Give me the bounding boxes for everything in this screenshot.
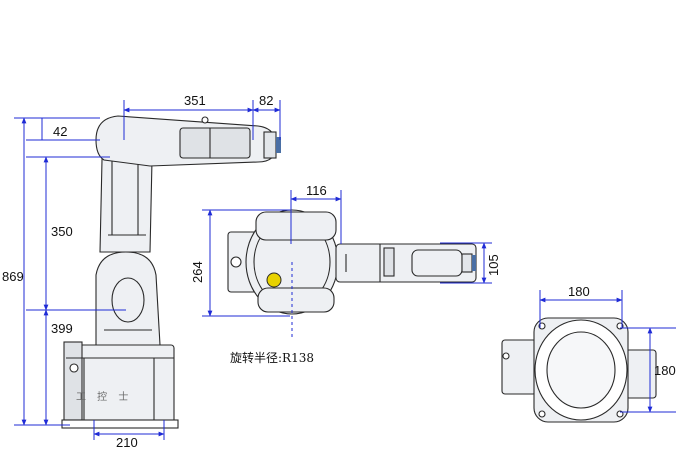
dim-upper-arm: 350 xyxy=(51,224,73,239)
side-base xyxy=(61,341,179,429)
side-dimensions xyxy=(14,100,281,440)
dim-head-width: 116 xyxy=(306,183,327,198)
top-body xyxy=(227,209,339,315)
base-body xyxy=(501,317,657,423)
side-lower-arm xyxy=(95,251,161,346)
side-forearm xyxy=(95,115,281,167)
dim-flange: 82 xyxy=(259,93,273,108)
top-view: 116 264 105 旋转半径:R138 xyxy=(190,183,501,365)
side-view: 869 399 350 42 351 82 210 工 控 士 xyxy=(2,93,281,450)
dim-wrist-height: 105 xyxy=(486,254,501,276)
dim-total-height: 869 xyxy=(2,269,24,284)
base-dimensions xyxy=(539,290,676,413)
watermark-text: 工 控 士 xyxy=(76,390,132,403)
top-forearm xyxy=(335,243,477,283)
dim-lower-height: 399 xyxy=(51,321,73,336)
base-view: 180 180 xyxy=(501,284,676,423)
top-dimensions xyxy=(202,190,492,340)
dim-body-height: 264 xyxy=(190,261,205,283)
dim-base-width: 210 xyxy=(116,435,138,450)
rotation-radius-note: 旋转半径:R138 xyxy=(230,350,314,365)
dim-forearm-reach: 351 xyxy=(184,93,206,108)
dim-flange-height: 180 xyxy=(654,363,676,378)
dim-offset: 42 xyxy=(53,124,67,139)
dim-flange-width: 180 xyxy=(568,284,590,299)
